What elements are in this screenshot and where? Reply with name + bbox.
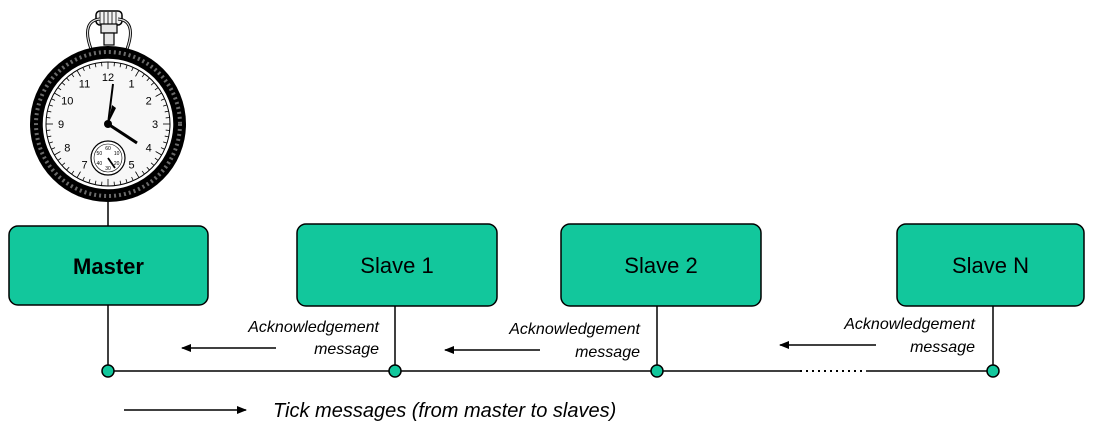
dial-tick bbox=[119, 63, 122, 68]
slave-2-label: Slave 2 bbox=[624, 253, 697, 278]
slave-n-box bbox=[896, 223, 1085, 307]
dial-tick bbox=[155, 92, 162, 97]
dial-tick bbox=[131, 176, 134, 181]
dial-tick bbox=[164, 135, 169, 138]
slave-1-box bbox=[296, 223, 498, 307]
slave-n-joint bbox=[986, 364, 1000, 378]
dial-number: 3 bbox=[152, 119, 158, 131]
dial-tick bbox=[135, 70, 140, 77]
master-node: Master bbox=[8, 225, 209, 306]
dial-tick bbox=[131, 67, 134, 72]
ack-n-line2: message bbox=[910, 339, 975, 356]
dial-number: 2 bbox=[146, 96, 152, 108]
dial-tick bbox=[47, 110, 52, 113]
dial-number: 1 bbox=[128, 78, 134, 90]
ack-slave-1: Acknowledgement message bbox=[181, 319, 380, 358]
dial-tick bbox=[160, 147, 165, 150]
dial-tick bbox=[48, 141, 53, 144]
dial-tick bbox=[82, 67, 85, 72]
dial-tick bbox=[51, 98, 56, 101]
dial-tick bbox=[150, 162, 155, 166]
dial-tick bbox=[154, 87, 159, 91]
subdial-number: 50 bbox=[97, 151, 103, 157]
subdial-number: 60 bbox=[105, 146, 111, 152]
dial-tick bbox=[154, 157, 159, 161]
dial-tick bbox=[164, 110, 169, 113]
dial-tick bbox=[94, 180, 97, 185]
dial-tick bbox=[150, 82, 155, 86]
ack-2-line2: message bbox=[575, 344, 640, 361]
slave-2-node: Slave 2 bbox=[560, 223, 762, 307]
ack-slave-2: Acknowledgement message bbox=[444, 321, 641, 361]
dial-tick bbox=[51, 147, 56, 150]
dial-tick bbox=[146, 166, 150, 171]
ack-slave-n: Acknowledgement message bbox=[779, 316, 976, 356]
slave-1-label: Slave 1 bbox=[360, 253, 433, 278]
slave-1-joint bbox=[388, 364, 402, 378]
dial-tick bbox=[82, 176, 85, 181]
dial-tick bbox=[57, 157, 62, 161]
dial-tick bbox=[66, 166, 70, 171]
slave-2-joint bbox=[650, 364, 664, 378]
dial-tick bbox=[71, 73, 75, 78]
master-joint bbox=[101, 364, 115, 378]
dial-tick bbox=[54, 151, 61, 156]
dial-tick bbox=[88, 179, 91, 184]
ack-2-line1: Acknowledgement bbox=[508, 321, 640, 338]
dial-tick bbox=[141, 170, 145, 175]
dial-tick bbox=[125, 179, 128, 184]
ack-n-line1: Acknowledgement bbox=[843, 316, 975, 333]
dial-tick bbox=[66, 77, 70, 82]
subdial-number: 30 bbox=[105, 166, 111, 172]
dial-tick bbox=[47, 135, 52, 138]
dial-tick bbox=[61, 82, 66, 86]
subdial-number: 20 bbox=[114, 161, 120, 167]
slave-1-node: Slave 1 bbox=[296, 223, 498, 307]
stopwatch-hour-hand bbox=[107, 122, 138, 145]
dial-tick bbox=[76, 171, 81, 178]
dial-tick bbox=[163, 104, 168, 107]
stopwatch-minute-hand bbox=[107, 83, 114, 125]
dial-number: 4 bbox=[146, 143, 152, 155]
slave-2-box bbox=[560, 223, 762, 307]
dial-tick bbox=[71, 170, 75, 175]
slave-n-label: Slave N bbox=[952, 253, 1029, 278]
dial-tick bbox=[160, 98, 165, 101]
dial-tick bbox=[125, 64, 128, 69]
dial-tick bbox=[76, 70, 81, 77]
subdial-number: 40 bbox=[97, 161, 103, 167]
dial-tick bbox=[61, 162, 66, 166]
dial-tick bbox=[163, 141, 168, 144]
master-label: Master bbox=[73, 254, 144, 279]
dial-number: 11 bbox=[79, 78, 90, 90]
network-bus bbox=[101, 305, 1000, 378]
dial-tick bbox=[94, 63, 97, 68]
legend: Tick messages (from master to slaves) bbox=[124, 400, 616, 422]
ack-1-line1: Acknowledgement bbox=[247, 319, 379, 336]
dial-number: 12 bbox=[102, 72, 114, 84]
subdial-number: 10 bbox=[114, 151, 120, 157]
dial-tick bbox=[88, 64, 91, 69]
dial-tick bbox=[135, 171, 140, 178]
dial-number: 5 bbox=[128, 160, 134, 172]
dial-tick bbox=[119, 180, 122, 185]
dial-tick bbox=[146, 77, 150, 82]
dial-tick bbox=[141, 73, 145, 78]
dial-tick bbox=[57, 87, 62, 91]
dial-tick bbox=[155, 151, 162, 156]
legend-text: Tick messages (from master to slaves) bbox=[273, 400, 616, 422]
dial-tick bbox=[48, 104, 53, 107]
dial-number: 10 bbox=[61, 96, 73, 108]
dial-number: 8 bbox=[64, 143, 70, 155]
dial-number: 7 bbox=[81, 160, 87, 172]
dial-number: 9 bbox=[58, 119, 64, 131]
dial-tick bbox=[54, 92, 61, 97]
ack-1-line2: message bbox=[314, 341, 379, 358]
slave-n-node: Slave N bbox=[896, 223, 1085, 307]
